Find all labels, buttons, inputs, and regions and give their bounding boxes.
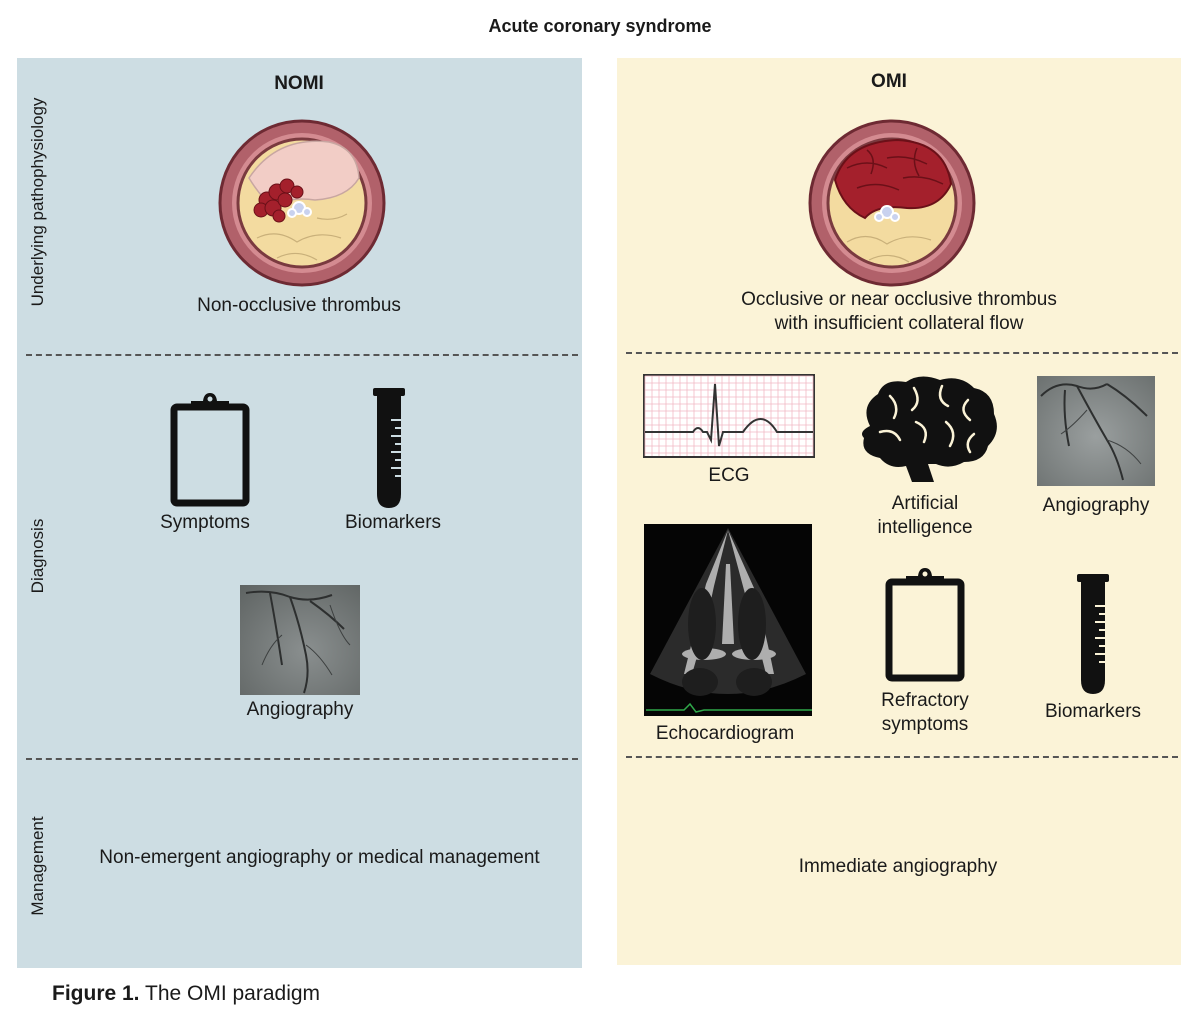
brain-icon — [850, 376, 1000, 484]
nomi-angiography-label: Angiography — [246, 699, 354, 720]
omi-pathophysiology-line2: with insufficient collateral flow — [774, 313, 1024, 334]
figure-caption: Figure 1. The OMI paradigm — [52, 982, 320, 1006]
test-tube-icon — [1077, 574, 1109, 696]
nomi-panel: NOMI Non-occlusive thrombus — [17, 58, 582, 968]
omi-angiography-label: Angiography — [1042, 495, 1150, 516]
separator-line — [26, 758, 578, 760]
row-label-pathophysiology: Underlying pathophysiology — [28, 97, 47, 307]
omi-heading: OMI — [871, 71, 907, 92]
omi-echo-label: Echocardiogram — [655, 723, 795, 744]
row-label-diagnosis: Diagnosis — [28, 518, 47, 594]
omi-refractory-line1: Refractory — [881, 690, 969, 711]
separator-line — [626, 756, 1178, 758]
figure-caption-text: The OMI paradigm — [139, 982, 321, 1005]
omi-ai-line1: Artificial — [891, 493, 959, 514]
omi-panel: OMI Occlusive or near occlusive thrombus… — [617, 58, 1181, 965]
angiogram-image — [240, 585, 360, 695]
artery-occlusive-icon — [807, 118, 977, 288]
row-label-management: Management — [28, 816, 47, 916]
omi-pathophysiology-line1: Occlusive or near occlusive thrombus — [741, 289, 1057, 310]
nomi-symptoms-label: Symptoms — [160, 512, 250, 533]
figure-caption-label: Figure 1. — [52, 982, 140, 1005]
omi-biomarkers-label: Biomarkers — [1044, 701, 1142, 722]
ecg-strip-image — [643, 374, 815, 458]
separator-line — [26, 354, 578, 356]
nomi-management-label: Non-emergent angiography or medical mana… — [99, 847, 540, 868]
angiogram-image — [1037, 376, 1155, 486]
clipboard-icon — [884, 568, 966, 683]
nomi-pathophysiology-label: Non-occlusive thrombus — [197, 295, 401, 316]
omi-ecg-label: ECG — [708, 465, 750, 486]
omi-management-label: Immediate angiography — [798, 856, 998, 877]
omi-refractory-line2: symptoms — [881, 714, 969, 735]
nomi-heading: NOMI — [274, 73, 324, 94]
separator-line — [626, 352, 1178, 354]
artery-nonocclusive-icon — [217, 118, 387, 288]
nomi-biomarkers-label: Biomarkers — [344, 512, 442, 533]
test-tube-icon — [373, 388, 405, 510]
clipboard-icon — [169, 393, 251, 508]
omi-ai-line2: intelligence — [877, 517, 973, 538]
figure-title: Acute coronary syndrome — [488, 16, 712, 36]
echocardiogram-image — [644, 524, 812, 716]
